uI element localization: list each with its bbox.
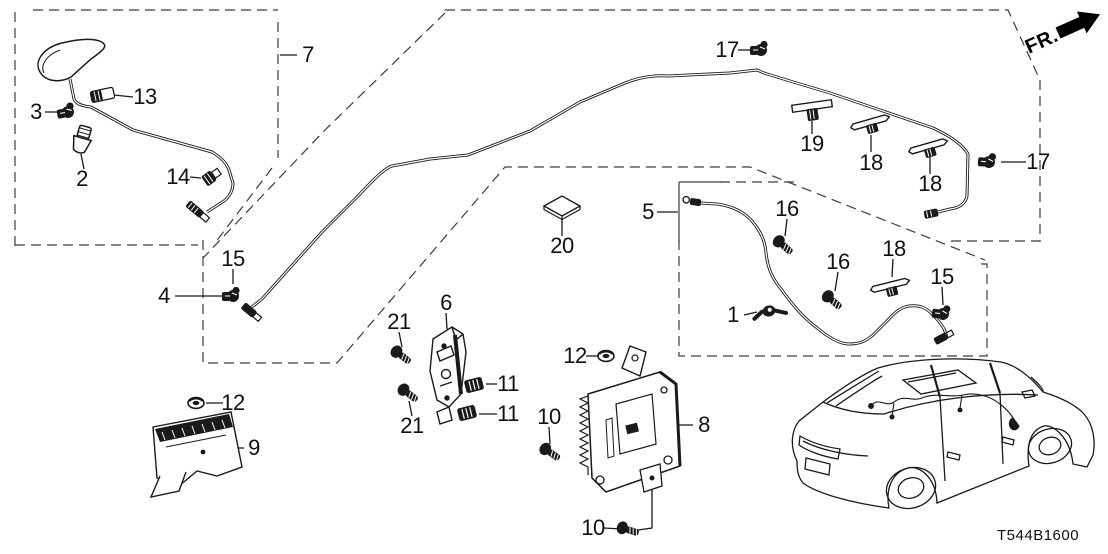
block-11-a <box>463 375 485 395</box>
bracket-6 <box>429 326 467 425</box>
callout-8: 8 <box>698 412 710 437</box>
separator-diagonal-left <box>202 12 446 259</box>
nut-12-a <box>596 349 616 363</box>
car-illustration <box>791 358 1095 510</box>
callout-9: 9 <box>248 435 260 460</box>
callout-4: 4 <box>158 283 170 308</box>
callout-14: 14 <box>166 164 190 189</box>
clip-15-left <box>221 286 241 303</box>
box-main-top-right <box>445 9 1041 242</box>
callout-5: 5 <box>642 199 654 224</box>
car-front-wheel <box>1027 427 1073 465</box>
callout-13: 13 <box>133 84 157 109</box>
subcord-connector-left <box>682 195 702 207</box>
callout-11-a: 11 <box>497 371 519 396</box>
feeder-connector-left <box>241 302 263 323</box>
car-beltline <box>822 393 1039 415</box>
callout-6: 6 <box>440 290 452 315</box>
car-pillars <box>929 362 1002 398</box>
car-sunroof <box>901 369 978 395</box>
callout-7: 7 <box>302 42 314 67</box>
callout-15-right: 15 <box>930 264 954 289</box>
callout-2: 2 <box>76 166 88 191</box>
car-rear-wheel <box>885 466 937 510</box>
pad-20 <box>542 195 582 221</box>
box-subcord <box>678 181 988 357</box>
subcord-connector-right <box>933 329 955 345</box>
callout-20: 20 <box>550 233 574 258</box>
screw-16-b <box>818 287 846 314</box>
dashed-region-borders <box>14 9 1041 364</box>
clip-3 <box>55 101 77 121</box>
callout-16-b: 16 <box>826 249 850 274</box>
callout-15-left: 15 <box>221 246 245 271</box>
barclip-18-a <box>849 113 893 140</box>
callout-18-a: 18 <box>859 150 883 175</box>
sub-cord-cable <box>682 195 955 346</box>
pigtail-connector <box>186 201 211 223</box>
callout-12-a: 12 <box>563 343 587 368</box>
screw-16-a <box>769 232 797 259</box>
callout-10-b: 10 <box>581 515 605 540</box>
leader-lines <box>45 49 1026 531</box>
clip-17-top <box>749 40 769 57</box>
screw-21-b <box>394 380 422 406</box>
nut-12-b <box>186 396 206 410</box>
callout-18-b: 18 <box>918 171 942 196</box>
callout-17-right: 17 <box>1026 149 1050 174</box>
callout-11-b: 11 <box>497 401 519 426</box>
feeder-cable <box>241 68 970 323</box>
car-door-lines <box>939 392 1004 482</box>
car-trunk <box>802 440 869 476</box>
module-8 <box>578 345 682 493</box>
clip-14 <box>200 165 224 188</box>
drawing-code: T544B1600 <box>997 527 1080 544</box>
barclip-18-b <box>907 137 951 164</box>
clip-17-right <box>976 151 997 170</box>
callout-1: 1 <box>727 302 739 327</box>
bolt-2 <box>72 124 93 154</box>
car-mirror <box>1021 376 1044 399</box>
callout-3: 3 <box>30 99 42 124</box>
callout-10-a: 10 <box>537 404 561 429</box>
callout-18-c: 18 <box>882 236 906 261</box>
screw-10-a <box>536 440 564 465</box>
car-roof-wiring <box>868 393 1020 431</box>
callout-12-b: 12 <box>221 390 245 415</box>
box-feeder-boundary <box>202 166 986 364</box>
callout-17-top: 17 <box>715 37 739 62</box>
callout-16-a: 16 <box>775 196 799 221</box>
barclip-18-c <box>869 276 913 302</box>
callout-21-a: 21 <box>387 309 411 334</box>
car-door-handles <box>946 436 1015 461</box>
callout-21-b: 21 <box>400 413 424 438</box>
bracket-9 <box>149 411 243 498</box>
tclip-19 <box>791 99 835 124</box>
box-subcord-solid-corner <box>678 181 722 242</box>
antenna-fin <box>37 38 106 82</box>
car-taillight <box>798 434 841 460</box>
antenna-pigtail-cable <box>68 78 235 223</box>
callout-19: 19 <box>800 131 824 156</box>
screw-21-a <box>387 342 415 368</box>
fr-arrow-icon <box>1055 11 1101 39</box>
block-11-b <box>456 403 478 423</box>
connector-1 <box>750 299 788 323</box>
separator-diagonal-short <box>214 167 273 244</box>
screw-10-b <box>614 519 642 540</box>
band-13 <box>89 86 116 104</box>
feeder-connector-right <box>923 208 939 219</box>
car-rear-window <box>826 370 883 407</box>
